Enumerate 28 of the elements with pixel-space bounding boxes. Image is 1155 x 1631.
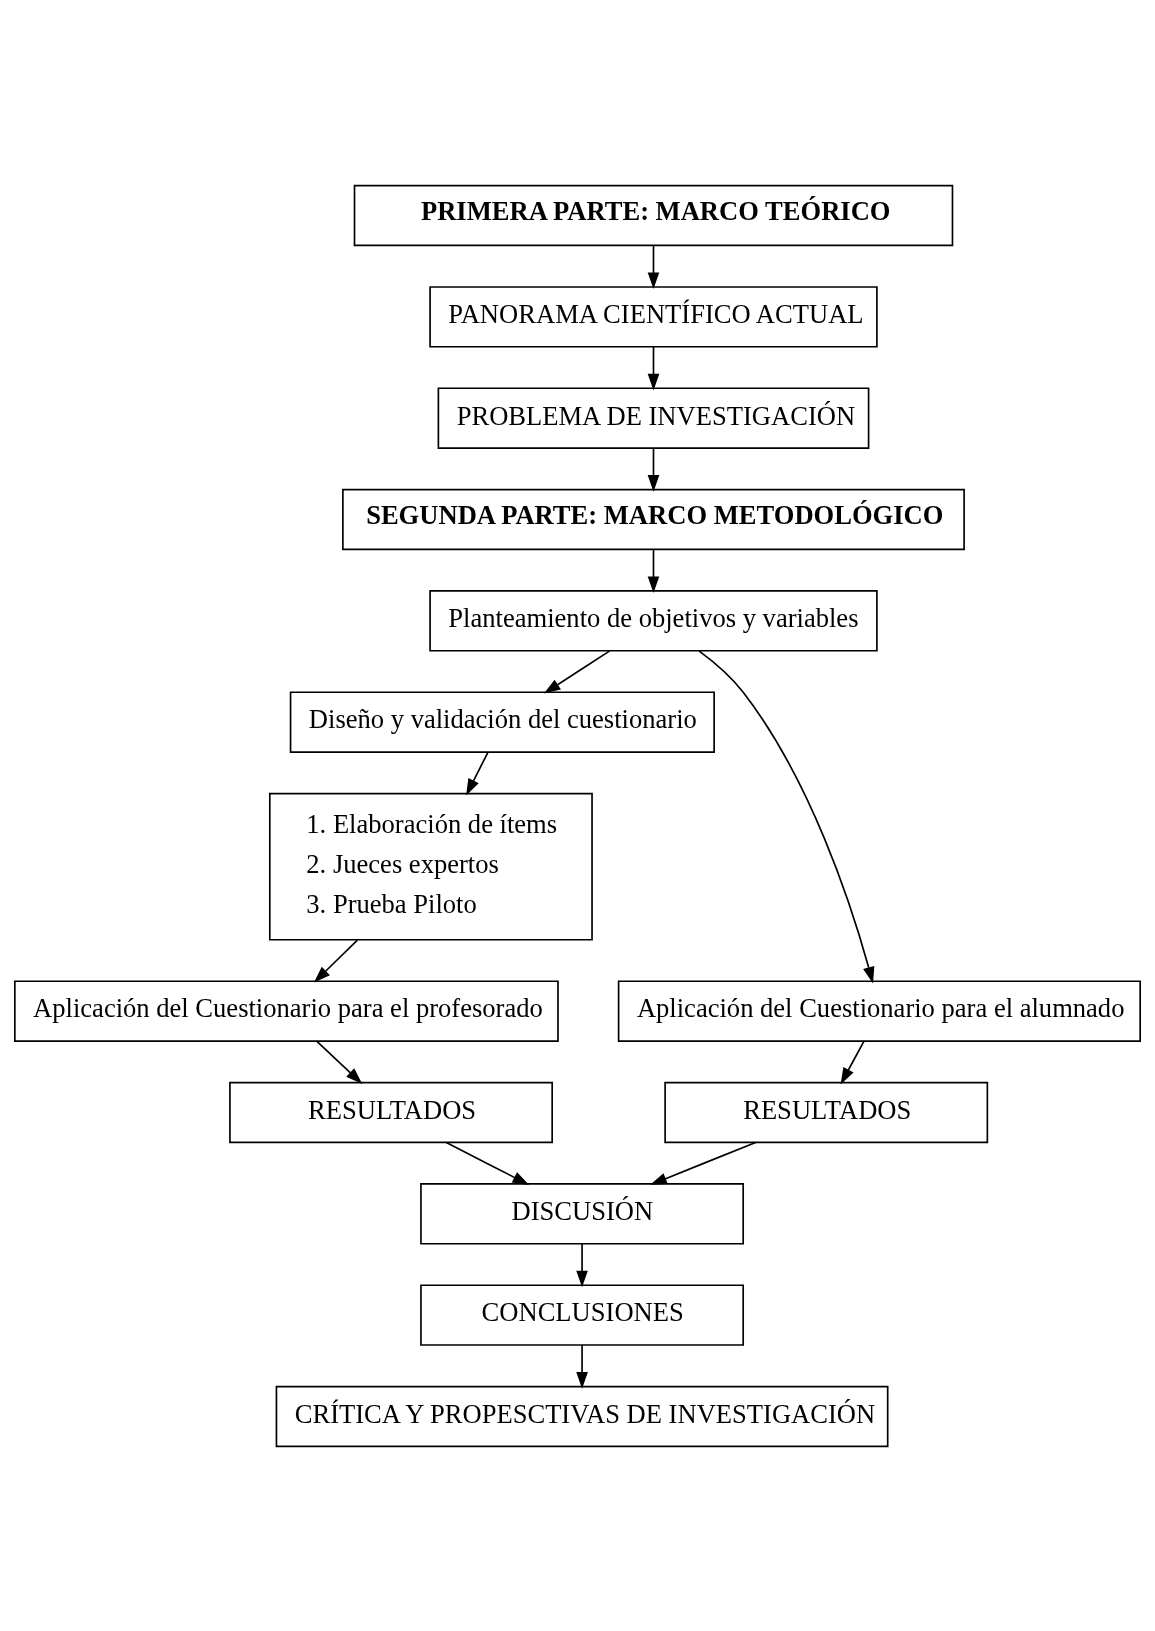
arrow	[650, 1141, 757, 1185]
arrow	[698, 649, 875, 984]
arrow	[576, 1242, 588, 1287]
node-box: SEGUNDA PARTE: MARCO METODOLÓGICO	[342, 488, 965, 550]
arrow	[315, 1039, 363, 1084]
node-box: Aplicación del Cuestionario para el profesorado	[14, 979, 559, 1042]
node-box: Diseño y validación del cuestionario	[289, 690, 715, 753]
arrow	[647, 446, 660, 492]
node-box: PANORAMA CIENTÍFICO ACTUAL	[429, 285, 878, 348]
node-box: Aplicación del Cuestionario para el alumnado	[617, 979, 1141, 1042]
arrow	[543, 649, 611, 694]
node-box: RESULTADOS	[229, 1081, 553, 1143]
arrow	[466, 751, 489, 795]
arrow	[647, 345, 660, 390]
node-box: 1. Elaboración de ítems 2. Jueces expertos 3. Prueba Piloto	[268, 792, 593, 941]
arrow	[840, 1039, 865, 1084]
arrow	[576, 1343, 588, 1389]
arrow	[647, 548, 660, 593]
node-box: CONCLUSIONES	[420, 1283, 745, 1346]
arrow	[313, 938, 359, 983]
arrow	[647, 244, 660, 289]
node-box: DISCUSIÓN	[420, 1182, 745, 1245]
node-box: Planteamiento de objetivos y variables	[429, 589, 878, 652]
node-box: PRIMERA PARTE: MARCO TEÓRICO	[353, 184, 954, 246]
node-box: CRÍTICA Y PROPESCTIVAS DE INVESTIGACIÓN	[275, 1385, 889, 1447]
node-box: PROBLEMA DE INVESTIGACIÓN	[437, 386, 870, 449]
node-box: RESULTADOS	[664, 1081, 989, 1143]
arrow	[445, 1141, 530, 1185]
